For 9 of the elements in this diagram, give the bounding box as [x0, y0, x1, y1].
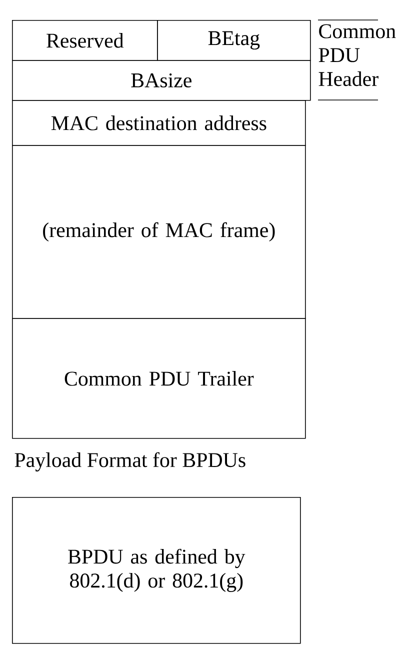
field-box: (remainder of MAC frame) [12, 145, 306, 319]
field-box: Reserved [12, 20, 158, 61]
field-box: BEtag [157, 20, 311, 61]
header-label: Common PDU Header [318, 24, 396, 86]
field-box: BAsize [12, 60, 311, 101]
field-box: MAC destination address [12, 100, 306, 146]
section-heading: Payload Format for BPDUs [14, 452, 246, 472]
field-box: Common PDU Trailer [12, 318, 306, 439]
field-box: BPDU as defined by 802.1(d) or 802.1(g) [12, 497, 301, 644]
